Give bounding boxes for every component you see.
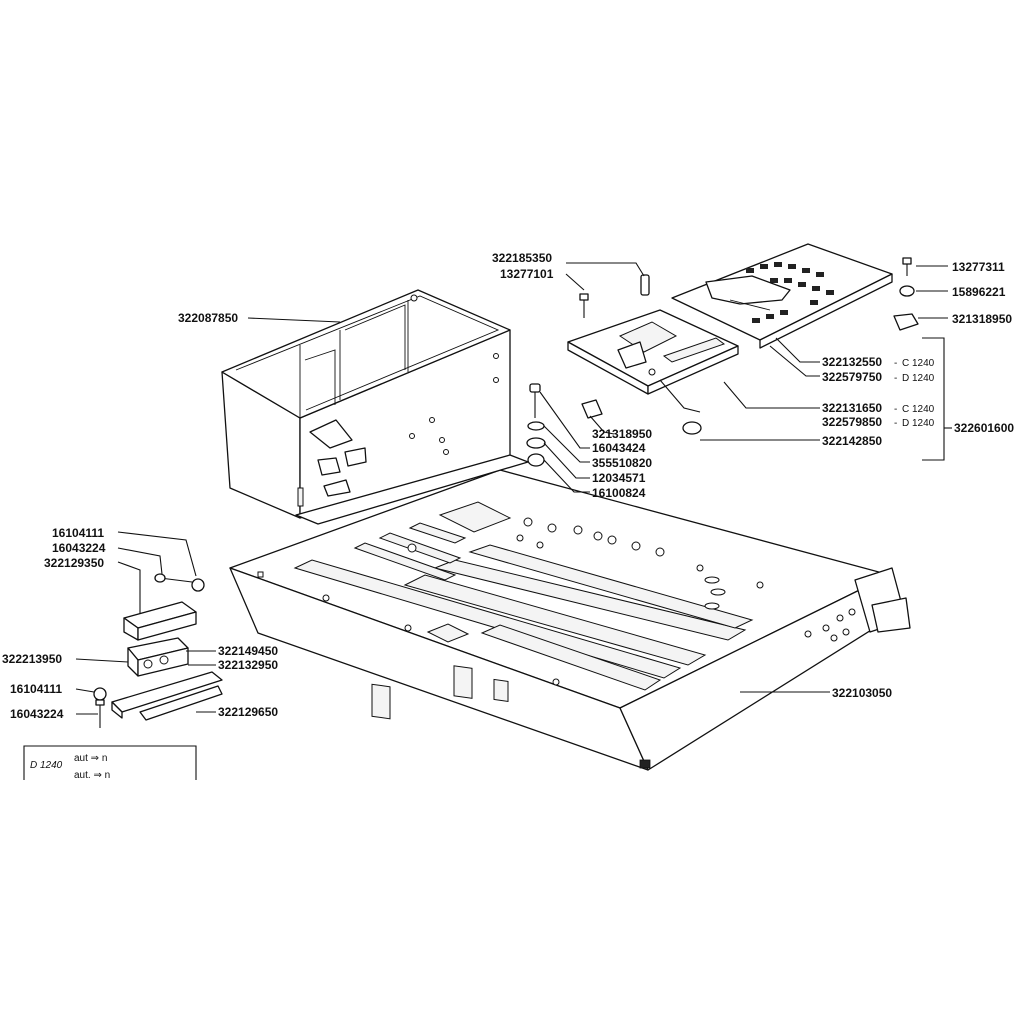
- suffix-board-d: D 1240: [902, 373, 935, 384]
- suffix-dash-3: -: [894, 404, 897, 415]
- label-left-nut-2: 16104111: [10, 682, 62, 696]
- label-bolt: 16043424: [592, 441, 646, 455]
- label-screw-right: 13277311: [952, 260, 1005, 274]
- label-group-ref: 322601600: [954, 421, 1014, 435]
- label-clip-right: 321318950: [952, 312, 1012, 326]
- label-left-rail: 322129650: [218, 705, 278, 719]
- model-legend: D 1240 aut ⇒ n aut. ⇒ n: [30, 753, 110, 781]
- label-board-d: 322579750: [822, 370, 882, 384]
- label-cap-right: 15896221: [952, 285, 1006, 299]
- label-plate-d: 322579850: [822, 415, 882, 429]
- label-round-part: 322142850: [822, 434, 882, 448]
- label-spacer-top: 322185350: [492, 251, 552, 265]
- label-left-nut-1: 16104111: [52, 526, 104, 540]
- suffix-dash-4: -: [894, 418, 897, 429]
- suffix-plate-d: D 1240: [902, 418, 935, 429]
- leader-lines: [23, 262, 952, 780]
- label-left-part-b: 322132950: [218, 658, 278, 672]
- label-board-c: 322132550: [822, 355, 882, 369]
- label-clip-mid: 321318950: [592, 427, 652, 441]
- label-nut: 16100824: [592, 486, 646, 500]
- label-left-bolt-2: 16043224: [10, 707, 64, 721]
- legend-line-2: aut. ⇒ n: [74, 770, 110, 781]
- chassis-tray: [229, 469, 911, 771]
- legend-line-1: aut ⇒ n: [74, 753, 107, 764]
- top-hardware: [579, 257, 919, 435]
- label-chassis: 322103050: [832, 686, 892, 700]
- label-washer: 355510820: [592, 456, 652, 470]
- suffix-dash-1: -: [894, 358, 897, 369]
- label-left-bracket: 322129350: [44, 556, 104, 570]
- frame-box: [221, 289, 529, 525]
- label-frame-box: 322087850: [178, 311, 238, 325]
- part-number-labels: 322087850 322185350 13277101 13277311 15…: [2, 251, 1014, 721]
- suffix-board-c: C 1240: [902, 358, 935, 369]
- label-left-block: 322213950: [2, 652, 62, 666]
- left-parts: [93, 573, 223, 728]
- label-plate-c: 322131650: [822, 401, 882, 415]
- label-lock-washer: 12034571: [592, 471, 646, 485]
- label-left-bolt-1: 16043224: [52, 541, 106, 555]
- suffix-dash-2: -: [894, 373, 897, 384]
- legend-model: D 1240: [30, 760, 63, 771]
- label-left-part-a: 322149450: [218, 644, 278, 658]
- label-screw-top: 13277101: [500, 267, 554, 281]
- circuit-board: [671, 243, 893, 349]
- bolt-stack: [526, 383, 603, 467]
- mounting-plate: [567, 309, 739, 395]
- suffix-plate-c: C 1240: [902, 404, 935, 415]
